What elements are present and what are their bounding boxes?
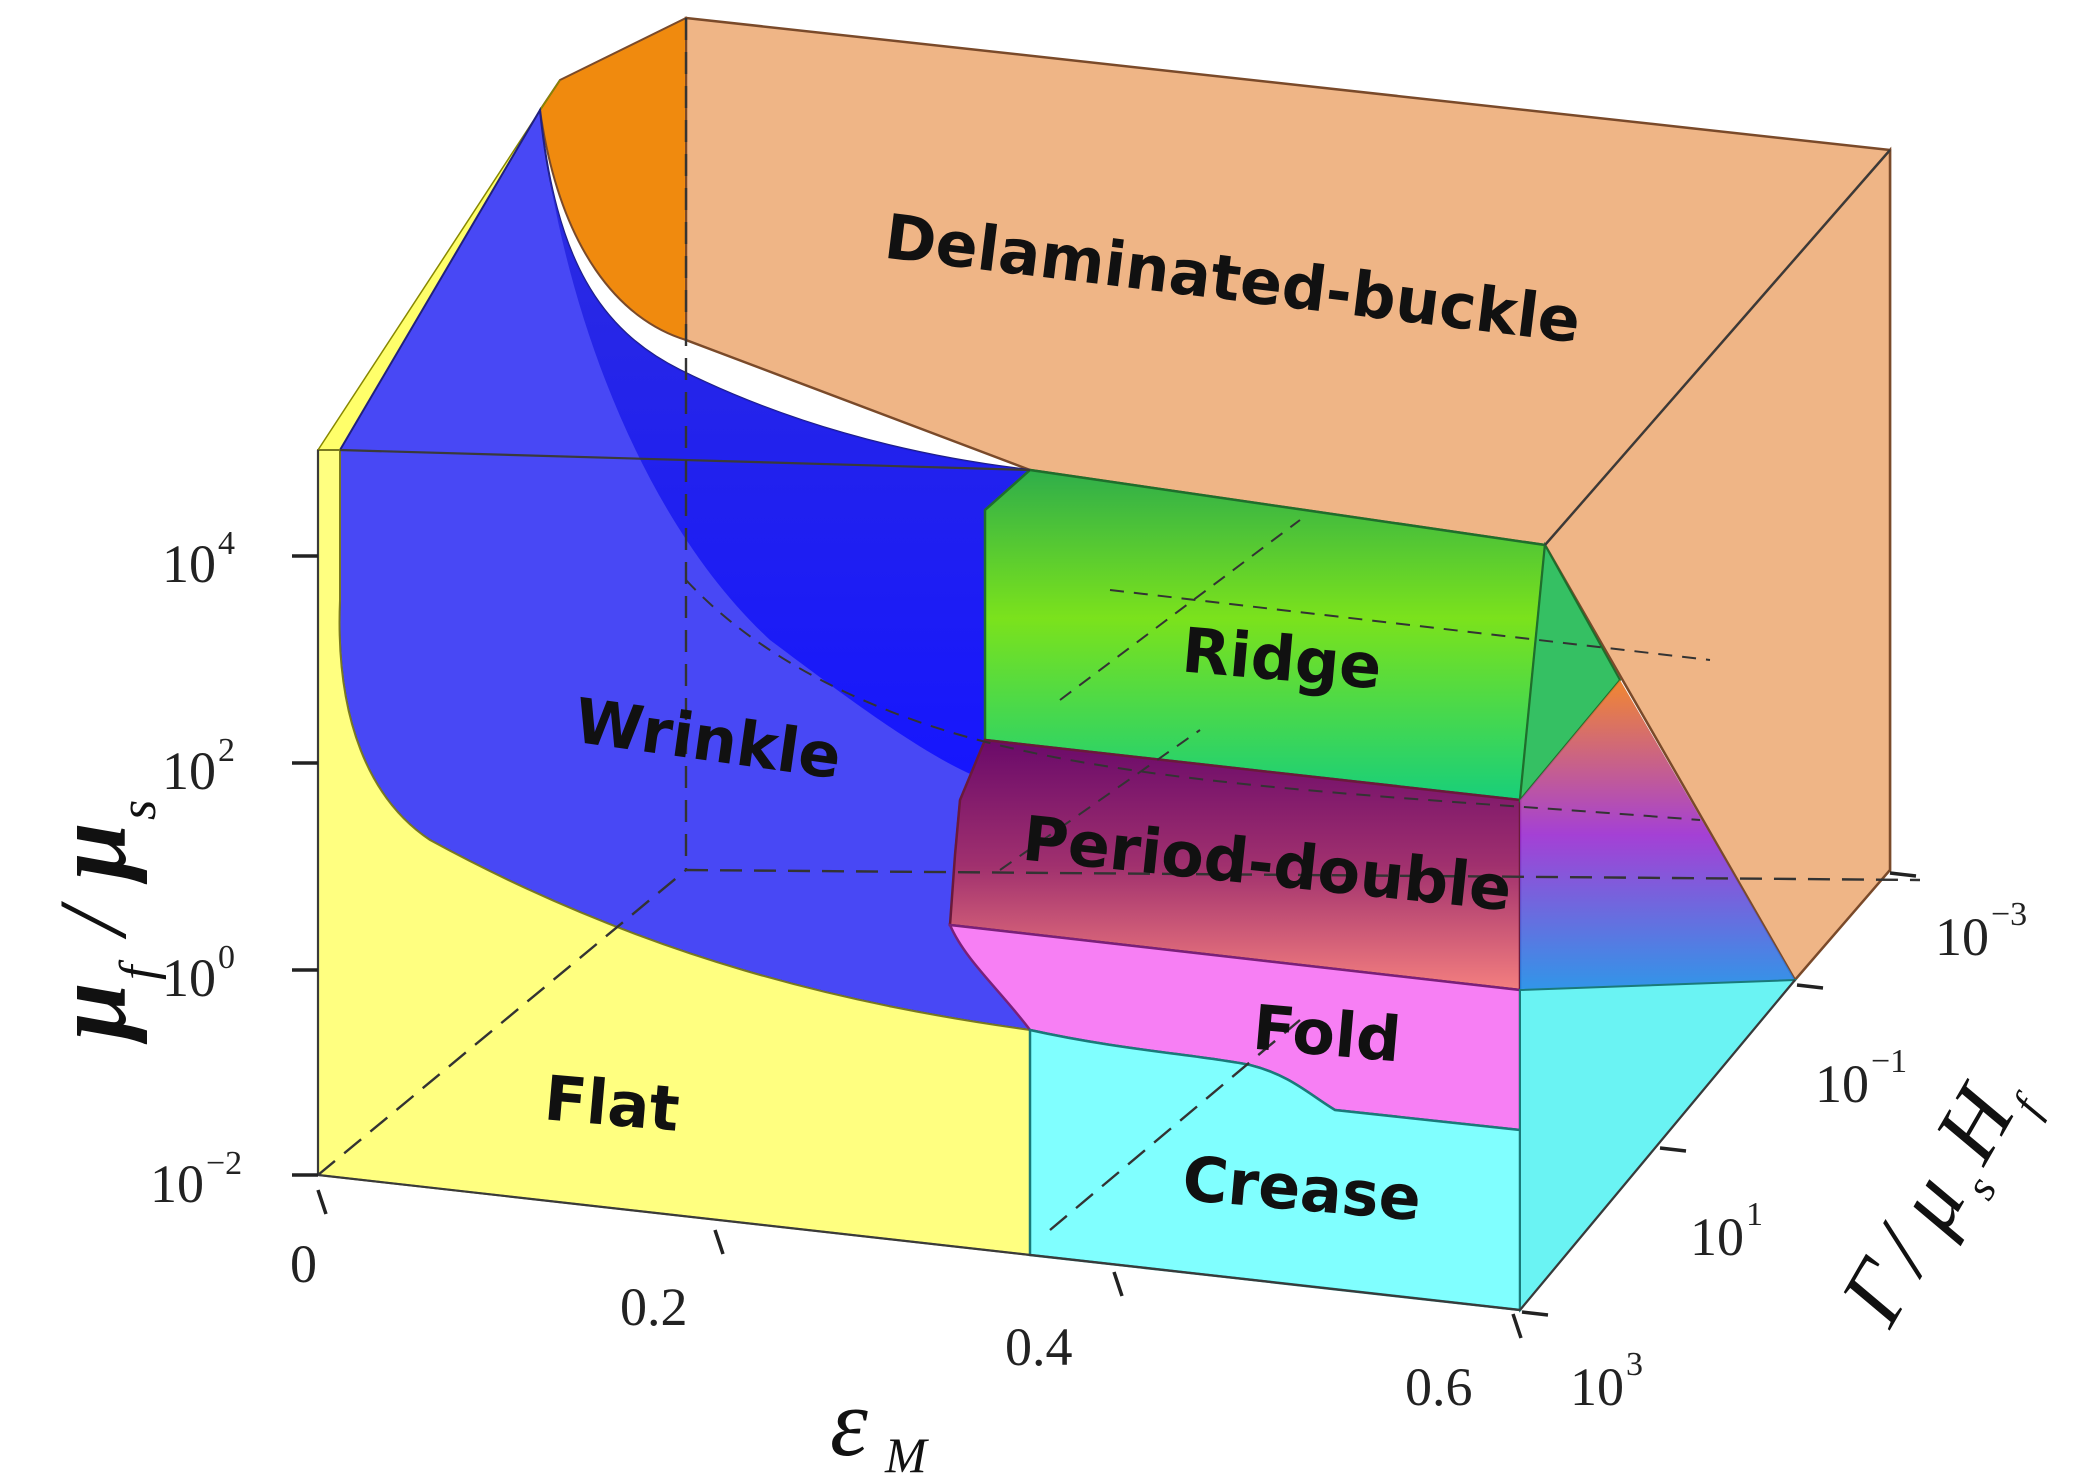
y-tick-label: 10 bbox=[162, 741, 216, 801]
y-tick-exponent: −2 bbox=[206, 1145, 242, 1182]
z-tick-label: 10 bbox=[1815, 1054, 1869, 1114]
z-tick-exponent: −1 bbox=[1871, 1043, 1907, 1080]
x-tick-mark bbox=[713, 1229, 725, 1255]
z-tick-exponent: 1 bbox=[1746, 1196, 1763, 1233]
label-ridge: Ridge bbox=[1179, 614, 1384, 704]
z-tick-label: 10 bbox=[1935, 907, 1989, 967]
x-tick-label: 0.2 bbox=[620, 1277, 688, 1337]
y-tick-label: 10 bbox=[162, 534, 216, 594]
y-axis-title-mu-f: μ bbox=[33, 982, 148, 1045]
box-right-edge bbox=[1519, 979, 1796, 1311]
hidden-floor-diagonal bbox=[317, 869, 687, 1176]
y-axis-title: μ f / μ s bbox=[33, 800, 167, 1045]
y-axis-title-slash: / bbox=[39, 901, 146, 940]
box-back-edge bbox=[1544, 149, 1891, 546]
y-axis-title-sub-s: s bbox=[110, 800, 167, 820]
y-axis-title-sub-f: f bbox=[110, 959, 167, 980]
z-tick-label: 10 bbox=[1570, 1357, 1624, 1417]
y-tick-exponent: 2 bbox=[218, 732, 235, 769]
x-axis: 0 0.2 0.4 0.6 bbox=[290, 1189, 1523, 1417]
wrinkle-shadow bbox=[540, 110, 1030, 780]
x-tick-mark bbox=[1112, 1271, 1124, 1297]
y-axis: 10 4 10 2 10 0 10 −2 bbox=[150, 525, 318, 1214]
z-tick-mark bbox=[1521, 1310, 1549, 1317]
hidden-line-ridge-a bbox=[1059, 519, 1301, 701]
label-fold: Fold bbox=[1250, 991, 1404, 1077]
x-tick-mark bbox=[316, 1189, 328, 1215]
right-gradient-face bbox=[1520, 680, 1795, 990]
y-axis-title-mu-s: μ bbox=[33, 822, 148, 885]
x-tick-label: 0 bbox=[290, 1234, 317, 1294]
flat-front-region bbox=[317, 449, 1031, 1257]
z-axis: 10 −3 10 −1 10 1 10 3 bbox=[1521, 871, 2027, 1417]
x-axis-title-sub-m: M bbox=[884, 1427, 929, 1480]
crease-block bbox=[1028, 1028, 1522, 1312]
z-tick-mark bbox=[1659, 1146, 1687, 1153]
y-tick-label: 10 bbox=[162, 948, 216, 1008]
x-tick-label: 0.4 bbox=[1005, 1317, 1073, 1377]
z-tick-mark bbox=[1796, 983, 1824, 990]
x-tick-label: 0.6 bbox=[1405, 1357, 1473, 1417]
hidden-floor-back bbox=[685, 868, 1921, 882]
label-flat: Flat bbox=[541, 1061, 682, 1145]
x-axis-title: ε M bbox=[830, 1369, 929, 1480]
y-tick-exponent: 4 bbox=[218, 525, 235, 562]
y-tick-label: 10 bbox=[150, 1154, 204, 1214]
z-tick-label: 10 bbox=[1690, 1207, 1744, 1267]
z-tick-mark bbox=[1889, 871, 1917, 878]
x-tick-mark bbox=[1511, 1313, 1523, 1339]
hidden-line-ridge-b bbox=[1109, 589, 1711, 661]
hidden-curve-wrinkle bbox=[685, 579, 1701, 821]
z-tick-exponent: 3 bbox=[1626, 1346, 1643, 1383]
y-tick-exponent: 0 bbox=[218, 939, 235, 976]
hidden-line-pd bbox=[999, 729, 1201, 871]
z-axis-title-h: H bbox=[1915, 1067, 2036, 1178]
z-tick-exponent: −3 bbox=[1991, 896, 2027, 933]
x-axis-title-epsilon: ε bbox=[830, 1369, 868, 1476]
hidden-line-crease bbox=[1049, 1019, 1301, 1231]
